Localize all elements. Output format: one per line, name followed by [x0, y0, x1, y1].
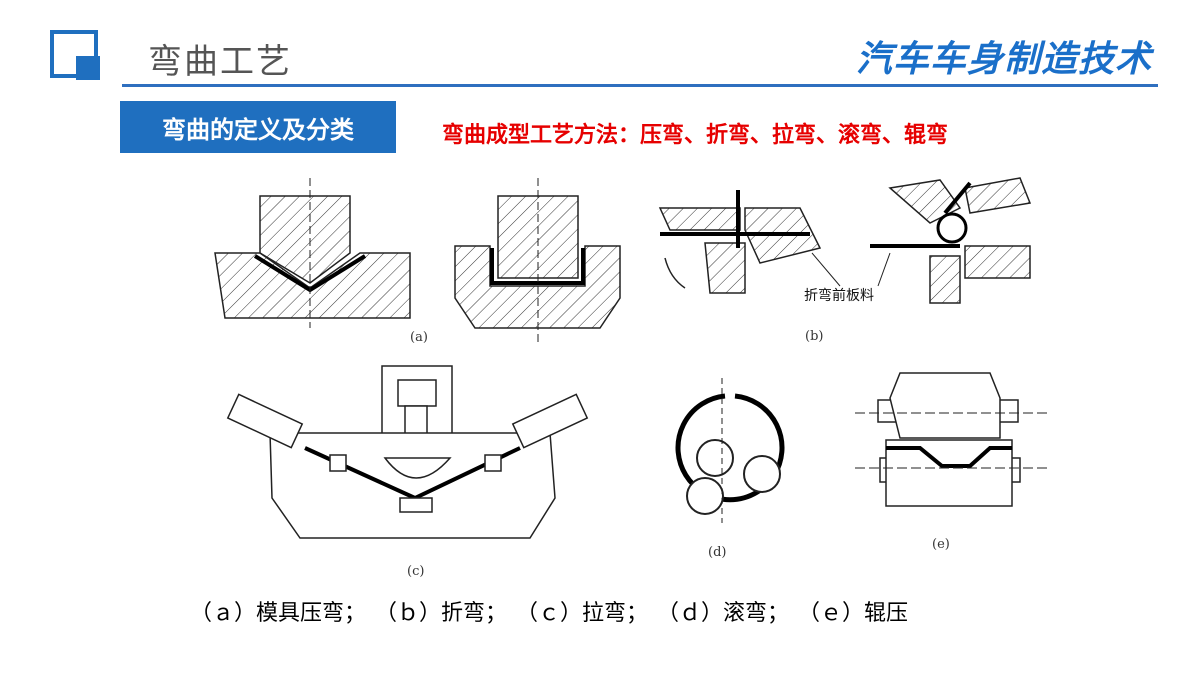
slide-title: 弯曲工艺: [148, 42, 292, 82]
diagram-d-roll-bending: [675, 378, 785, 523]
diagram-b-folding: [658, 177, 1032, 304]
logo-square-icon: [50, 30, 100, 80]
label-d: (d): [708, 545, 726, 560]
label-c: (c): [407, 564, 424, 579]
bending-methods-text: 弯曲成型工艺方法：压弯、折弯、拉弯、滚弯、辊弯: [442, 123, 949, 148]
diagram-c-stretch-bending: [226, 365, 589, 539]
diagram-a-die-bending: [214, 178, 621, 343]
figure-caption: （ａ）模具压弯； （ｂ）折弯； （ｃ）拉弯； （ｄ）滚弯； （ｅ）辊压: [190, 601, 908, 626]
label-e: (e): [932, 537, 950, 552]
header-divider: [122, 84, 1158, 87]
label-a: (a): [410, 330, 428, 345]
note-b-blank: 折弯前板料: [804, 287, 874, 304]
section-badge: 弯曲的定义及分类: [120, 101, 396, 153]
label-b: (b): [805, 329, 823, 344]
brand-title: 汽车车身制造技术: [855, 39, 1152, 80]
diagram-e-roll-forming: [855, 372, 1050, 507]
bending-process-figure: (a) 折弯前板料 (b) (c): [214, 177, 1050, 579]
